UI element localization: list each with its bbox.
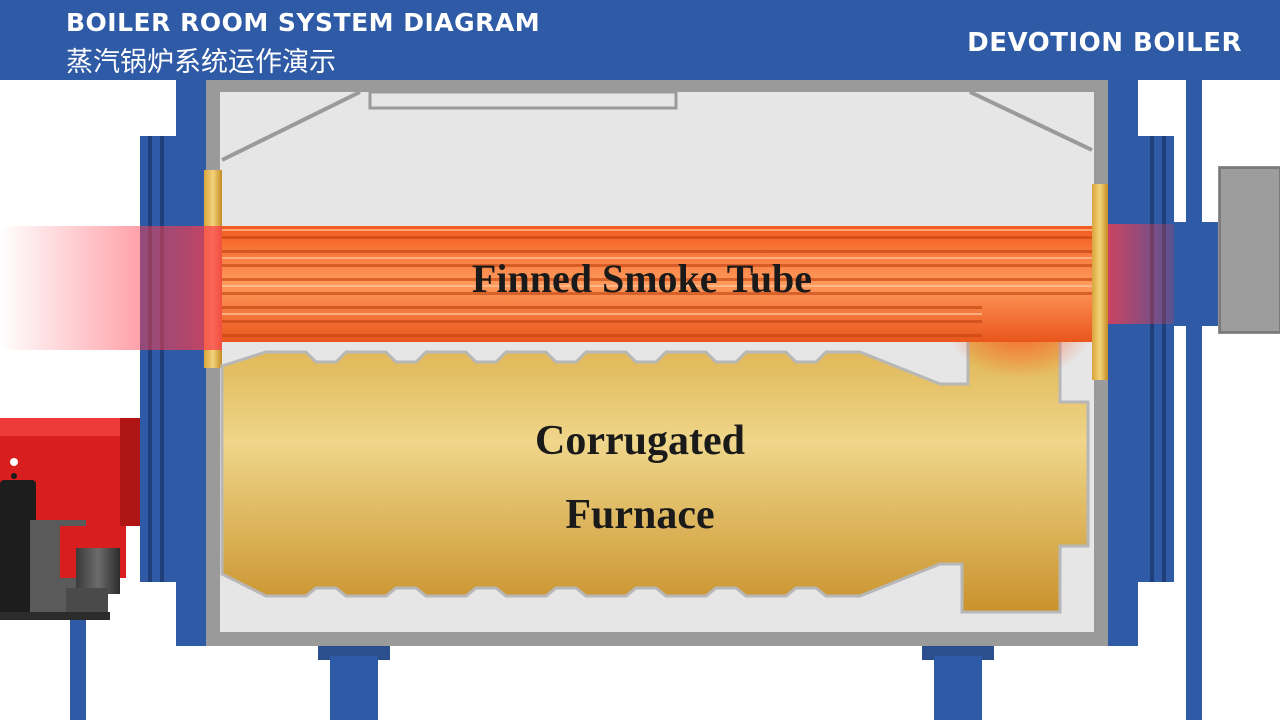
smoke-outlet-duct [1174, 166, 1280, 334]
rear-tube-sheet [1092, 184, 1108, 380]
burner-assembly [0, 418, 140, 620]
front-flange [140, 80, 206, 646]
front-heat-glow [0, 226, 222, 350]
smoke-tube-label: Finned Smoke Tube [472, 256, 812, 301]
brand-logo-text: DEVOTION BOILER [967, 28, 1242, 58]
page-subtitle: 蒸汽锅炉系统运作演示 [66, 47, 336, 78]
support-legs [70, 80, 1202, 720]
furnace-label-line2: Furnace [565, 492, 714, 538]
header-bar: BOILER ROOM SYSTEM DIAGRAM 蒸汽锅炉系统运作演示 DE… [0, 0, 1280, 80]
page-title: BOILER ROOM SYSTEM DIAGRAM [66, 8, 541, 37]
finned-smoke-tubes [222, 226, 1092, 342]
furnace-label-line1: Corrugated [535, 418, 745, 464]
corrugated-furnace [220, 302, 1090, 614]
rear-flange [1108, 80, 1174, 646]
